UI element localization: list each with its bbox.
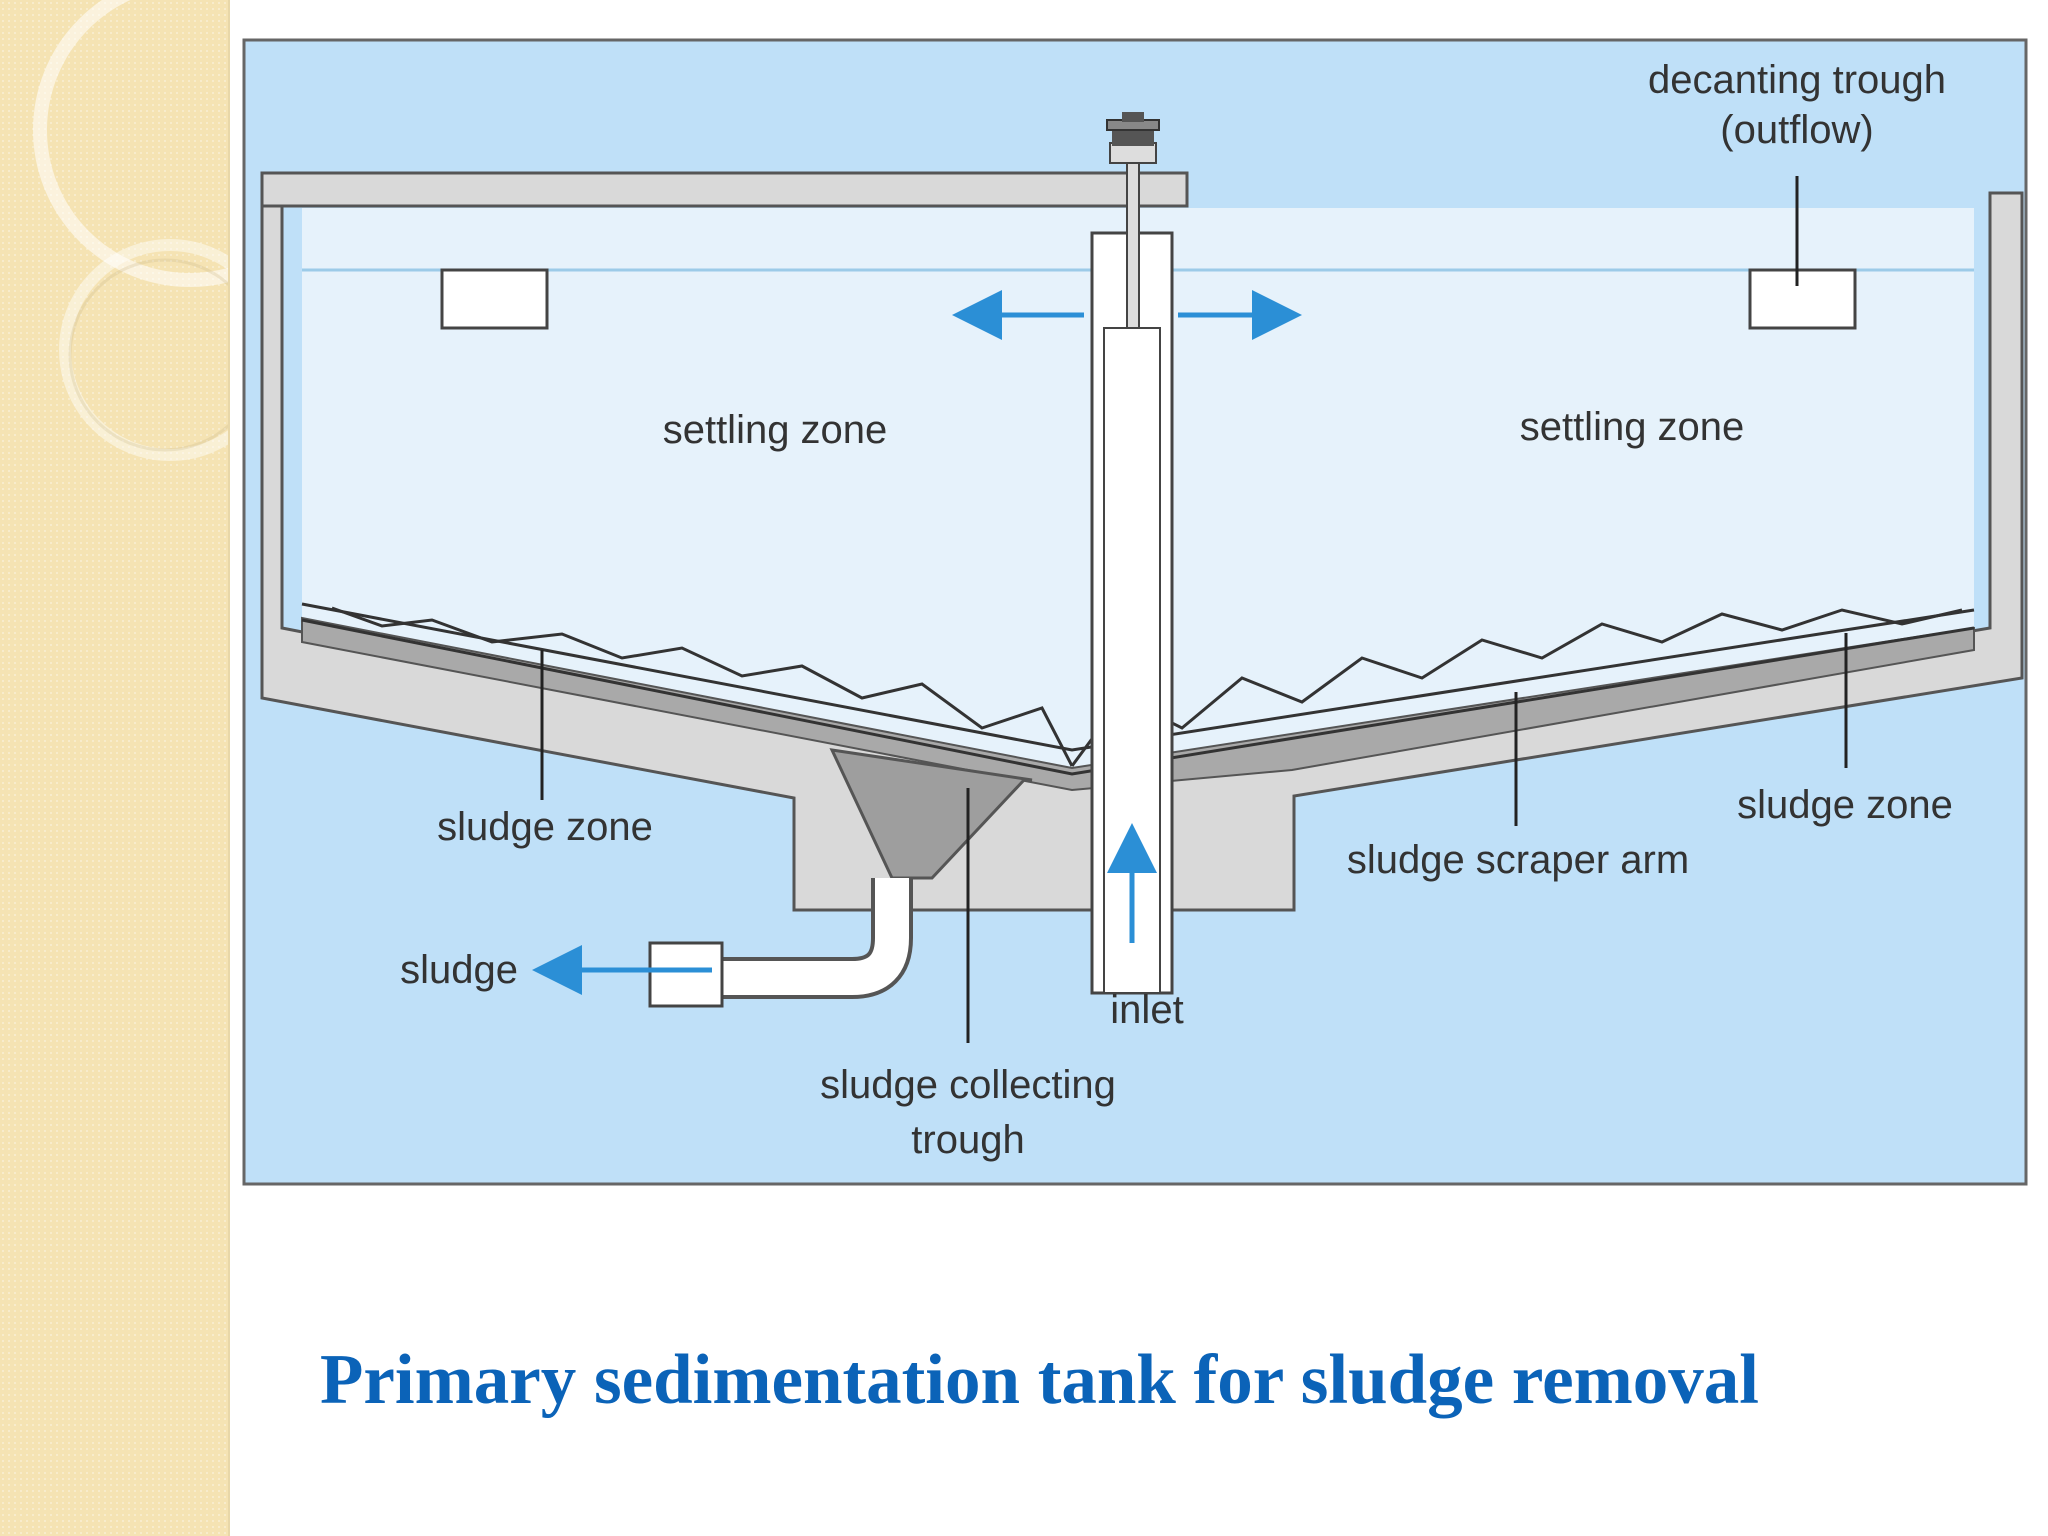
drive-motor-icon bbox=[1106, 112, 1160, 146]
sludge-zone-layer bbox=[301, 616, 1975, 792]
sedimentation-tank-diagram: decanting trough (outflow) settling zone… bbox=[242, 38, 2028, 1186]
walkway-bridge bbox=[260, 171, 1189, 208]
leader-lines bbox=[540, 176, 1848, 1043]
diagram-labels: decanting trough (outflow) settling zone… bbox=[400, 58, 1953, 1162]
label-inlet: inlet bbox=[1110, 988, 1183, 1032]
label-decanting-trough-outflow: (outflow) bbox=[1720, 108, 1873, 152]
label-sludge-scraper-arm: sludge scraper arm bbox=[1347, 838, 1689, 882]
decanting-trough-right bbox=[1748, 268, 1857, 330]
label-sludge-zone-left: sludge zone bbox=[437, 805, 653, 849]
label-decanting-trough: decanting trough bbox=[1648, 58, 1946, 102]
decanting-trough-left bbox=[440, 268, 549, 330]
flow-arrows bbox=[532, 290, 1302, 995]
label-sludge-collecting-trough: sludge collecting bbox=[820, 1063, 1116, 1107]
label-sludge-collecting-trough-2: trough bbox=[911, 1118, 1024, 1162]
label-sludge-zone-right: sludge zone bbox=[1737, 783, 1953, 827]
label-sludge-outlet: sludge bbox=[400, 948, 518, 992]
label-settling-zone-left: settling zone bbox=[663, 408, 888, 452]
sludge-valve-box bbox=[648, 941, 724, 1008]
slide-sidebar-decoration bbox=[0, 0, 230, 1536]
decorative-rings bbox=[33, 0, 228, 461]
label-settling-zone-right: settling zone bbox=[1520, 405, 1745, 449]
center-drive-shaft bbox=[1126, 157, 1140, 329]
sludge-collecting-trough bbox=[829, 748, 1033, 880]
sludge-scraper-arm bbox=[301, 602, 1975, 776]
slide-caption: Primary sedimentation tank for sludge re… bbox=[320, 1341, 1759, 1419]
